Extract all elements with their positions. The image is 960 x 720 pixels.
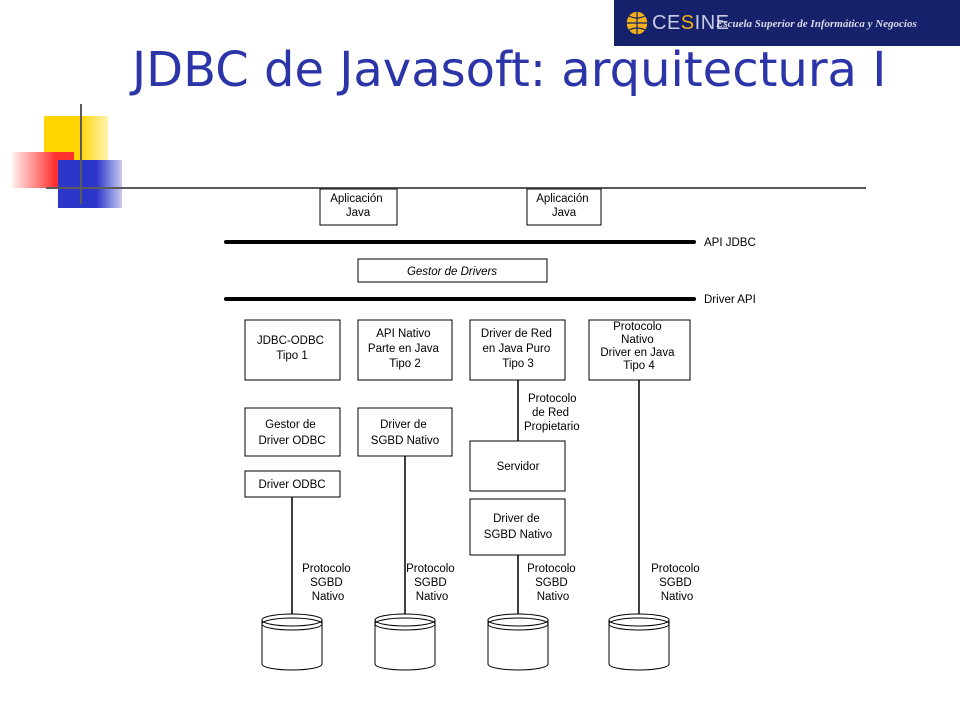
driver-box-type3 xyxy=(469,319,566,381)
driver-manager-label: Gestor de Drivers xyxy=(407,266,497,278)
database-cylinder xyxy=(374,613,436,671)
database-cylinder xyxy=(261,613,323,671)
driver-type2-label: API Nativo Parte en Java Tipo 2 xyxy=(368,328,442,370)
database-cylinder xyxy=(487,613,549,671)
driver-box-type2 xyxy=(357,319,453,381)
driver-type3-label: Driver de Red en Java Puro Tipo 3 xyxy=(481,328,555,370)
native-driver-box-type3 xyxy=(469,498,566,556)
driver-box-type1 xyxy=(244,319,341,381)
brand-tagline: Escuela Superior de Informática y Negoci… xyxy=(716,18,917,30)
brand-logo: CESINE xyxy=(652,12,730,34)
app-box-1 xyxy=(319,188,398,226)
driver-manager-box xyxy=(357,258,548,283)
database-cylinder xyxy=(608,613,670,671)
db-protocol-label-1: Protocolo SGBD Nativo xyxy=(302,563,354,603)
native-driver-type2-label: Driver de SGBD Nativo xyxy=(371,419,439,447)
native-driver-box-type2 xyxy=(357,407,453,457)
slide-title: JDBC de Javasoft: arquitectura I xyxy=(132,42,887,98)
globe-icon xyxy=(625,10,649,36)
deco-blue-square xyxy=(58,160,122,208)
odbc-manager-box xyxy=(244,407,341,457)
db-protocol-label-2: Protocolo SGBD Nativo xyxy=(406,563,458,603)
odbc-driver-label: Driver ODBC xyxy=(258,479,325,491)
db-protocol-label-3: Protocolo SGBD Nativo xyxy=(527,563,579,603)
app-label-1: Aplicación Java xyxy=(330,193,386,219)
server-label: Servidor xyxy=(497,461,540,473)
driver-type1-label: JDBC-ODBC Tipo 1 xyxy=(257,335,327,362)
driver-type4-label: Protocolo Nativo Driver en Java Tipo 4 xyxy=(600,321,677,372)
net-protocol-label: Protocolo de Red Propietario xyxy=(524,393,580,433)
server-box xyxy=(469,440,566,492)
api-jdbc-label: API JDBC xyxy=(704,237,756,249)
native-driver-type3-label: Driver de SGBD Nativo xyxy=(484,513,552,541)
app-label-2: Aplicación Java xyxy=(536,193,592,219)
vertical-rule xyxy=(80,104,82,204)
db-protocol-label-4: Protocolo SGBD Nativo xyxy=(651,563,703,603)
horizontal-rule xyxy=(46,187,866,189)
logo-bar xyxy=(614,0,960,46)
driver-api-label: Driver API xyxy=(704,294,756,306)
app-box-2 xyxy=(526,188,602,226)
odbc-manager-label: Gestor de Driver ODBC xyxy=(258,419,325,447)
driver-box-type4 xyxy=(588,319,691,381)
